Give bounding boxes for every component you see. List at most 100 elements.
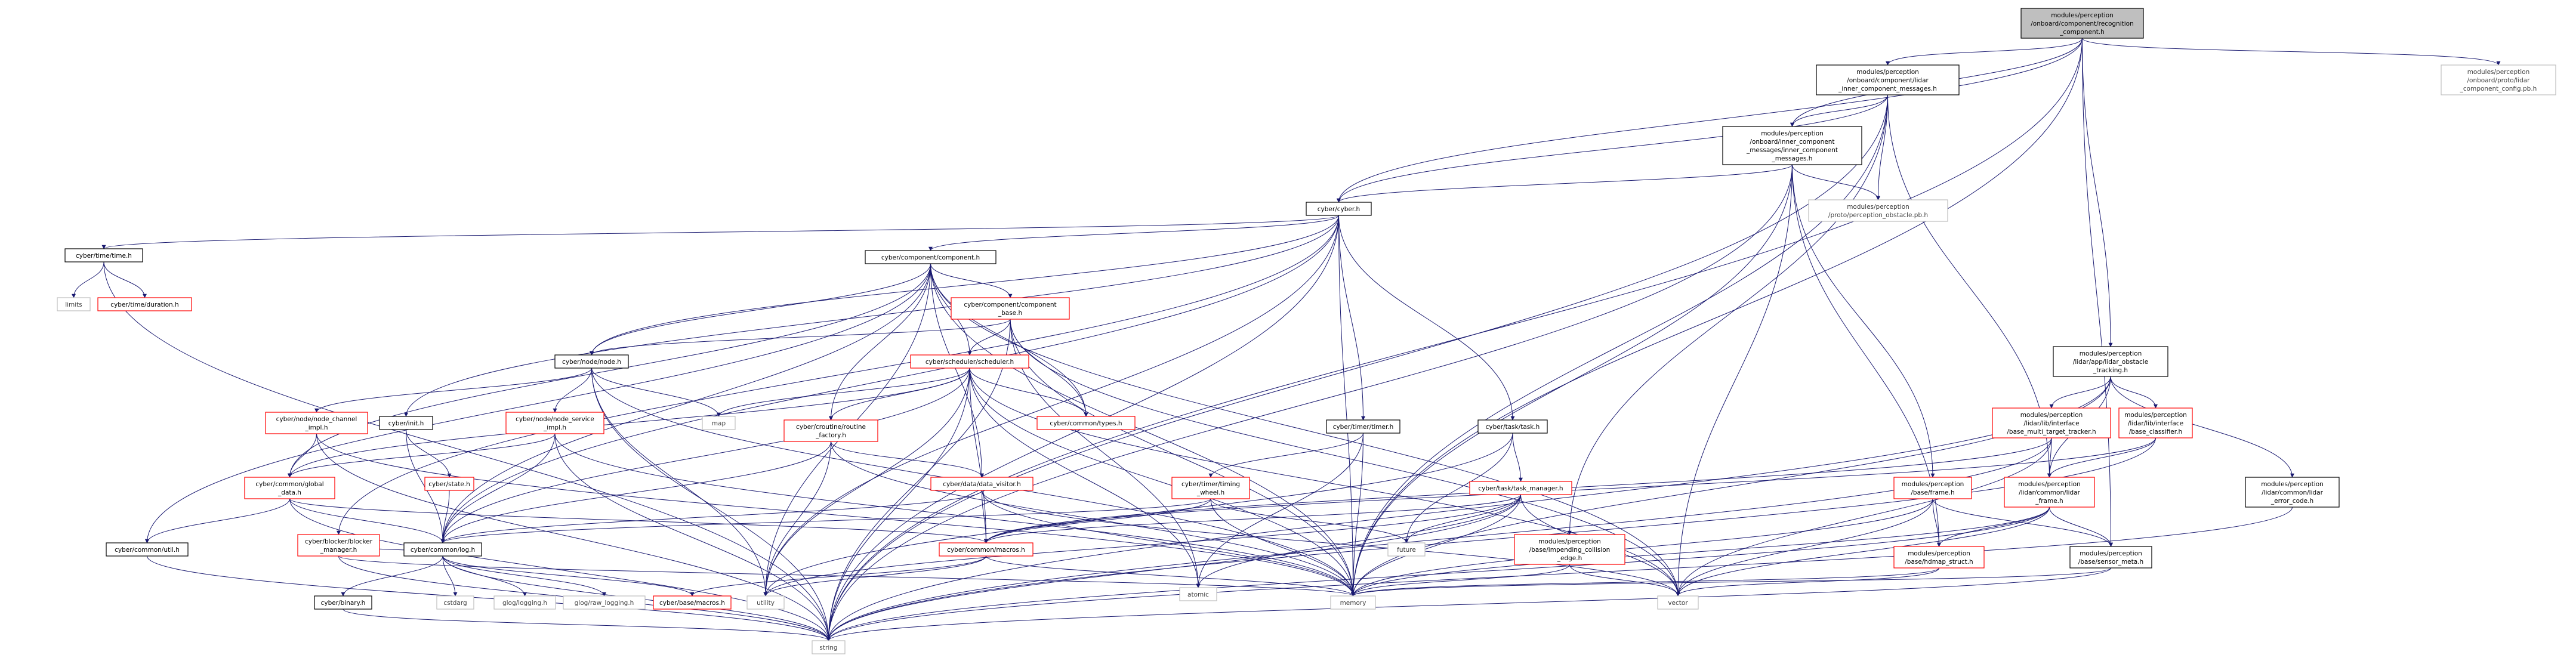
node-cyber-h[interactable]: cyber/cyber.h [1306,202,1372,216]
node-hdmap-struct[interactable]: modules/perception/base/hdmap_struct.h [1893,546,1985,569]
node-binary-h[interactable]: cyber/binary.h [314,595,372,610]
edge-task-h-to-task-manager [1512,433,1523,482]
edge-node-h-to-node-service-impl [553,367,592,413]
node-macros-h[interactable]: cyber/common/macros.h [939,542,1034,557]
node-base-macros[interactable]: cyber/base/macros.h [653,595,732,610]
edge-lidar-obstacle-tracking-to-base-classifier [2110,376,2158,409]
node-component-h[interactable]: cyber/component/component.h [865,250,997,264]
edge-component-base-h-to-string [826,319,1011,641]
node-init-h[interactable]: cyber/init.h [379,416,433,430]
node-data-visitor[interactable]: cyber/data/data_visitor.h [930,477,1034,491]
node-node-service-impl[interactable]: cyber/node/node_service_impl.h [505,412,604,434]
node-label-line: _manager.h [320,546,357,554]
node-timing-wheel[interactable]: cyber/timer/timing_wheel.h [1171,477,1250,499]
node-label-line: cyber/state.h [428,481,470,488]
node-glog-raw-logging[interactable]: glog/raw_logging.h [563,595,646,610]
edge-impending-collision-to-vector [1569,564,1680,597]
node-lidar-obstacle-tracking[interactable]: modules/perception/lidar/app/lidar_obsta… [2053,346,2168,377]
node-label-line: cyber/timer/timer.h [1333,424,1394,431]
node-perception-obstacle-pb[interactable]: modules/perception/proto/perception_obst… [1808,199,1948,222]
node-label-line: cyber/cyber.h [1318,206,1360,213]
edge-node-h-to-map [591,367,721,417]
edge-component-h-to-scheduler-h [930,263,972,356]
edge-task-manager-to-macros-h [984,494,1521,543]
edge-node-channel-impl-to-memory [316,433,1355,597]
node-memory[interactable]: memory [1330,595,1376,610]
node-label-line: modules/perception [1847,203,1909,211]
edge-root-to-lidar-component-config [2082,38,2501,66]
edge-lidar-error-code-to-string [826,506,2293,641]
edge-component-h-to-types-h [930,263,1088,417]
node-label-line: cyber/croutine/routine [796,424,866,431]
node-label-line: cyber/init.h [388,420,424,427]
node-lidar-inner-msgs[interactable]: modules/perception/onboard/component/lid… [1816,64,1960,95]
node-task-manager[interactable]: cyber/task/task_manager.h [1469,481,1572,495]
edge-lidar-frame-to-sensor-meta [2049,506,2113,547]
node-future[interactable]: future [1387,542,1426,557]
node-utility[interactable]: utility [746,595,785,610]
edge-task-h-to-future [1404,433,1513,543]
node-types-h[interactable]: cyber/common/types.h [1036,416,1136,430]
node-sensor-meta[interactable]: modules/perception/base/sensor_meta.h [2069,546,2152,569]
edge-root-to-memory [1351,38,2083,597]
edge-log-h-to-glog-raw-logging [442,555,606,597]
edge-node-h-to-utility [591,367,768,597]
node-string[interactable]: string [812,640,846,654]
node-blocker-manager[interactable]: cyber/blocker/blocker_manager.h [297,534,380,557]
node-util-h[interactable]: cyber/common/util.h [106,542,189,557]
node-time-h[interactable]: cyber/time/time.h [64,248,143,262]
node-root[interactable]: modules/perception/onboard/component/rec… [2020,8,2144,39]
edge-lidar-inner-msgs-to-cyber-h [1337,94,1888,203]
node-label-line: /base/sensor_meta.h [2078,558,2143,566]
node-label-line: glog/raw_logging.h [575,600,634,607]
node-inner-component-msgs[interactable]: modules/perception/onboard/inner_compone… [1722,126,1862,165]
node-base-frame[interactable]: modules/perception/base/frame.h [1893,477,1972,499]
edge-base-frame-to-vector [1676,498,1933,597]
node-state-h[interactable]: cyber/state.h [424,477,474,491]
node-node-channel-impl[interactable]: cyber/node/node_channel_impl.h [265,412,368,434]
edge-task-manager-to-atomic [1196,494,1521,588]
node-label-line: cyber/node/node_service [516,416,594,423]
node-scheduler-h[interactable]: cyber/scheduler/scheduler.h [910,354,1029,369]
node-atomic[interactable]: atomic [1179,587,1217,601]
node-node-h[interactable]: cyber/node/node.h [554,354,629,369]
node-label-line: cyber/binary.h [321,600,366,607]
edge-log-h-to-cstdarg [442,555,458,597]
node-glog-logging[interactable]: glog/logging.h [493,595,556,610]
node-label-line: modules/perception [1902,481,1964,488]
edge-timer-h-to-memory [1351,433,1363,597]
edge-component-h-to-data-visitor [930,263,984,478]
edge-cyber-h-to-blocker-manager [337,215,1339,535]
node-cstdarg[interactable]: cstdarg [436,595,474,610]
node-limits[interactable]: limits [57,297,91,311]
node-base-classifier[interactable]: modules/perception/lidar/lib/interface/b… [2118,407,2193,438]
node-label-line: modules/perception [2467,69,2530,76]
node-lidar-error-code[interactable]: modules/perception/lidar/common/lidar_er… [2245,477,2340,508]
node-label-line: _component_config.pb.h [2460,85,2537,92]
node-impending-collision[interactable]: modules/perception/base/impending_collis… [1514,534,1625,565]
edge-global-data-to-log-h [289,498,445,543]
node-component-base-h[interactable]: cyber/component/component_base.h [951,297,1070,320]
node-map[interactable]: map [702,416,736,430]
node-base-multi-target-tracker[interactable]: modules/perception/lidar/lib/interface/b… [1992,407,2111,438]
node-global-data[interactable]: cyber/common/global_data.h [244,477,335,499]
node-log-h[interactable]: cyber/common/log.h [403,542,482,557]
edge-log-h-to-base-macros [442,555,695,597]
node-lidar-frame[interactable]: modules/perception/lidar/common/lidar_fr… [2004,477,2095,508]
edge-lidar-obstacle-tracking-to-base-multi-target-tracker [2049,376,2111,409]
node-lidar-component-config[interactable]: modules/perception/onboard/proto/lidar_c… [2441,64,2556,95]
node-label-line: _edge.h [1557,555,1582,562]
node-label-line: cyber/base/macros.h [659,600,725,607]
node-task-h[interactable]: cyber/task/task.h [1477,419,1548,434]
edge-component-base-h-to-memory [1010,319,1355,597]
node-label-line: /base/frame.h [1911,489,1954,496]
edge-cyber-h-to-time-h [101,215,1339,249]
edge-macros-h-to-base-macros [690,555,986,597]
node-duration-h[interactable]: cyber/time/duration.h [97,297,192,311]
node-timer-h[interactable]: cyber/timer/timer.h [1326,419,1400,434]
edge-state-h-to-log-h [440,490,450,543]
edge-cyber-h-to-memory [1338,215,1355,597]
node-vector[interactable]: vector [1657,595,1699,610]
node-routine-factory[interactable]: cyber/croutine/routine_factory.h [783,419,878,442]
node-label-line: modules/perception [1761,130,1824,137]
